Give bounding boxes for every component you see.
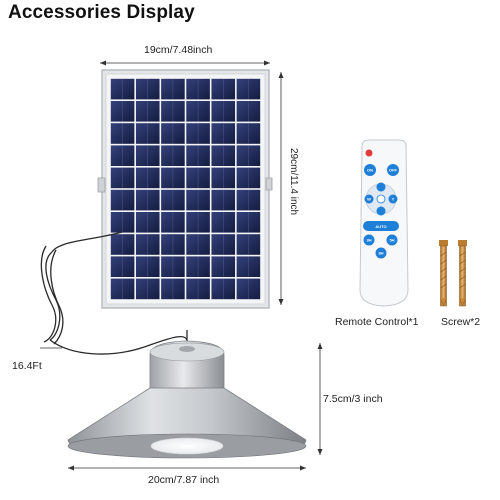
remote-8h-label: 8H bbox=[378, 251, 383, 256]
page-title: Accessories Display bbox=[8, 2, 195, 23]
screw-right bbox=[458, 240, 467, 307]
remote-3h-label: 3H bbox=[366, 238, 371, 243]
panel-height-label: 29cm/11.4 inch bbox=[288, 148, 299, 216]
remote-on-button bbox=[364, 164, 376, 176]
lamp-width-label: 20cm/7.87 inch bbox=[148, 474, 220, 486]
pendant-lamp bbox=[67, 330, 307, 459]
lamp-height-label: 7.5cm/3 inch bbox=[323, 393, 383, 405]
remote-control bbox=[359, 139, 409, 307]
screws bbox=[439, 240, 467, 307]
cable-length-label: 16.4Ft bbox=[12, 360, 42, 372]
lamp-width-dimension bbox=[68, 465, 306, 471]
remote-3h-button bbox=[363, 234, 375, 246]
panel-height-dimension bbox=[278, 72, 284, 305]
remote-5h-button bbox=[386, 234, 398, 246]
remote-5h-label: 5H bbox=[389, 238, 394, 243]
solar-panel bbox=[97, 69, 273, 309]
remote-off-label: OFF bbox=[389, 168, 398, 173]
remote-w-label: W bbox=[367, 197, 371, 202]
screw-label: Screw*2 bbox=[441, 316, 481, 328]
remote-control-label: Remote Control*1 bbox=[335, 316, 419, 328]
remote-off-button bbox=[387, 164, 399, 176]
remote-8h-button bbox=[375, 247, 387, 259]
remote-y-label: Y bbox=[392, 197, 395, 202]
remote-on-label: ON bbox=[367, 168, 373, 173]
panel-width-dimension bbox=[100, 60, 270, 66]
screw-left bbox=[439, 240, 448, 307]
lamp-height-dimension bbox=[317, 343, 323, 455]
remote-power-led-icon bbox=[365, 149, 373, 157]
remote-auto-button bbox=[363, 221, 399, 231]
remote-auto-label: AUTO bbox=[375, 224, 386, 229]
panel-width-label: 19cm/7.48inch bbox=[144, 44, 213, 56]
cable bbox=[40, 231, 188, 355]
